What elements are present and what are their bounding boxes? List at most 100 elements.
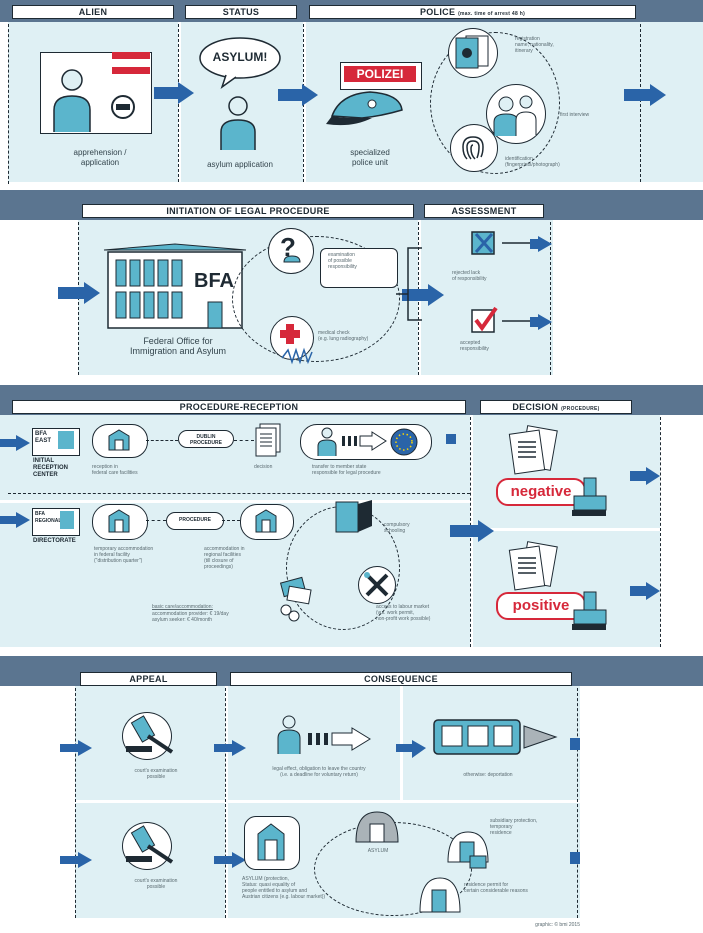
flow-arrow — [396, 740, 426, 758]
consequence-note-asylum-dome: ASYLUM — [367, 848, 389, 854]
shelter-icon — [255, 509, 277, 533]
police-cap-icon — [326, 91, 403, 126]
question-icon: ? — [280, 232, 301, 263]
dublin-procedure-pill: DUBLIN PROCEDURE — [178, 430, 234, 448]
residence-dome-icon — [419, 877, 461, 913]
assessment-note-accepted: accepted responsibility — [460, 340, 489, 352]
header-reception: PROCEDURE-RECEPTION — [12, 400, 466, 414]
stamp-icon — [572, 477, 607, 516]
regional-note-accommodation: accommodation in regional facilities (ti… — [204, 546, 245, 570]
legal-process-circle — [232, 236, 400, 362]
eu-flag-icon — [390, 428, 418, 456]
end-marker — [570, 852, 580, 864]
stamp-icon — [572, 591, 607, 630]
regional-note-labour: access to labour market (vul. work permi… — [376, 604, 431, 622]
question-circle — [268, 228, 314, 274]
consequence-note-subsidiary: subsidiary protection, temporary residen… — [490, 818, 538, 836]
passport-icon — [455, 35, 489, 69]
dashed-line — [660, 417, 661, 647]
separator — [75, 800, 580, 803]
legal-label: Federal Office for Immigration and Asylu… — [129, 336, 227, 356]
leave-arrow — [308, 727, 371, 751]
flow-arrow — [502, 314, 552, 330]
shelter-circle — [92, 424, 148, 458]
police-process-circle — [430, 32, 560, 174]
tools-circle — [358, 566, 396, 604]
dashed-line — [577, 688, 578, 918]
flow-arrow — [214, 852, 246, 868]
person-icon — [53, 69, 91, 132]
header-alien: ALIEN — [12, 5, 174, 19]
header-legal: INITIATION OF LEGAL PROCEDURE — [82, 204, 414, 218]
initial-reception-label: INITIAL RECEPTION CENTER — [33, 458, 69, 478]
appeal-note-2: court's examination possible — [134, 878, 178, 890]
flow-arrow — [214, 740, 246, 756]
dashed-line — [146, 440, 178, 441]
header-decision: DECISION (PROCEDURE) — [480, 400, 632, 414]
police-note-registration: registration name, nationality, itinerar… — [515, 36, 554, 54]
tools-icon — [364, 572, 389, 597]
flow-connector — [396, 247, 422, 321]
x-box-icon — [471, 231, 495, 255]
flow-arrow — [450, 520, 494, 542]
dashed-line — [75, 688, 76, 918]
east-note-transfer: transfer to member state responsible for… — [312, 464, 381, 476]
shelter-icon — [108, 509, 130, 533]
legal-note-box — [320, 248, 398, 288]
police-note-identification: identification (fingerprints/photograph) — [505, 156, 560, 168]
flow-arrow — [60, 740, 92, 756]
dashed-line — [146, 520, 166, 521]
flow-arrow — [0, 512, 30, 528]
building-icon — [103, 243, 247, 329]
asylum-bubble-text: ASYLUM! — [212, 50, 268, 64]
check-box-icon — [471, 306, 498, 333]
appeal-note-1: court's examination possible — [134, 768, 178, 780]
east-note-reception: reception in federal care facilities — [92, 464, 138, 476]
person-icon — [317, 427, 337, 456]
consequence-note-deportation: otherwise: deportation — [463, 772, 513, 778]
directorate-label: DIRECTORATE — [33, 538, 76, 544]
bfa-regional-text: BFA REGIONAL — [35, 511, 62, 524]
dashed-line — [234, 440, 254, 441]
separator — [0, 500, 470, 503]
assessment-note-rejected: rejected lack of responsibility — [452, 270, 487, 282]
bus-icon — [433, 719, 558, 755]
separator — [470, 528, 660, 531]
subsidiary-dome-icon — [447, 831, 489, 869]
header-status: STATUS — [185, 5, 297, 19]
flow-arrow — [624, 84, 666, 106]
police-note-first-interview: first interview — [560, 112, 590, 118]
consequence-note-leave: legal effect, obligation to leave the co… — [272, 766, 366, 778]
regional-note-basic-care: basic care/accommodation: — [152, 604, 213, 610]
end-marker — [570, 738, 580, 750]
legal-note-medical: medical check (e.g. lung radiography) — [318, 330, 369, 342]
book-icon — [335, 500, 372, 533]
regional-note-temporary: temporary accommodation in federal facil… — [94, 546, 154, 564]
regional-note-amounts: accommodation provider: € 19/day asylum … — [152, 611, 229, 623]
east-building-windows — [58, 431, 74, 449]
consequence-note-residence: residence permit for certain considerabl… — [464, 882, 528, 894]
flow-arrow — [0, 435, 30, 451]
gavel-icon — [126, 715, 174, 754]
consequence-note-asylum: ASYLUM (protection, Status: quasi equali… — [242, 876, 326, 900]
dashed-line — [8, 493, 470, 494]
documents-icon — [508, 425, 558, 475]
flow-arrow — [630, 467, 660, 485]
no-entry-icon — [111, 95, 135, 119]
flow-arrow — [502, 236, 552, 252]
header-police: POLICE (max. time of arrest 48 h) — [309, 5, 636, 19]
svg-text:?: ? — [280, 232, 296, 262]
regional-building-windows — [60, 511, 74, 529]
asylum-dome-icon — [355, 811, 399, 843]
header-assessment: ASSESSMENT — [424, 204, 544, 218]
legal-note-responsibility: examination of possible responsibility — [328, 252, 357, 270]
dashed-line — [550, 222, 551, 375]
flow-arrow — [278, 84, 318, 106]
documents-icon — [255, 423, 281, 457]
regional-note-schooling: compulsory schooling — [384, 522, 410, 534]
gavel-icon — [126, 825, 174, 864]
flow-arrow — [630, 582, 660, 600]
header-consequence: CONSEQUENCE — [230, 672, 572, 686]
header-appeal: APPEAL — [80, 672, 217, 686]
bfa-building-text: BFA — [194, 270, 234, 292]
